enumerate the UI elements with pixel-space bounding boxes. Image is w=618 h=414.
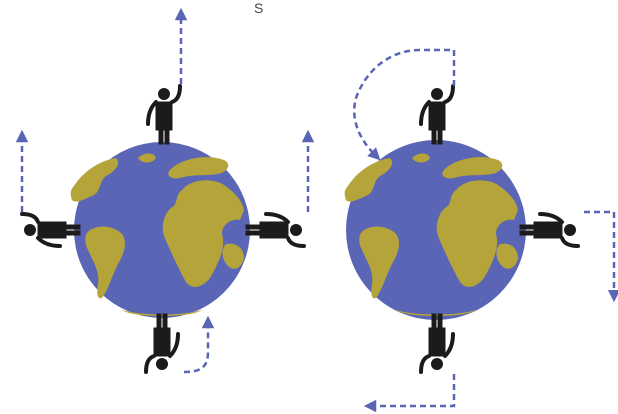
right-person-bottom [419,312,455,374]
left-arrow-bottom [183,315,215,374]
corner-letter: S [254,0,264,16]
right-arrow-bottom [363,374,456,413]
right-person-top [419,84,455,146]
left-person-right [244,212,306,248]
right-globe [344,140,526,320]
left-globe [70,142,250,318]
right-arrow-top [353,48,456,161]
left-person-bottom [144,312,180,374]
right-arrow-right [584,210,618,303]
right-person-right [518,212,580,248]
left-diagram [15,7,315,374]
right-diagram [344,48,618,413]
left-person-top [146,84,182,146]
left-person-left [20,212,82,248]
